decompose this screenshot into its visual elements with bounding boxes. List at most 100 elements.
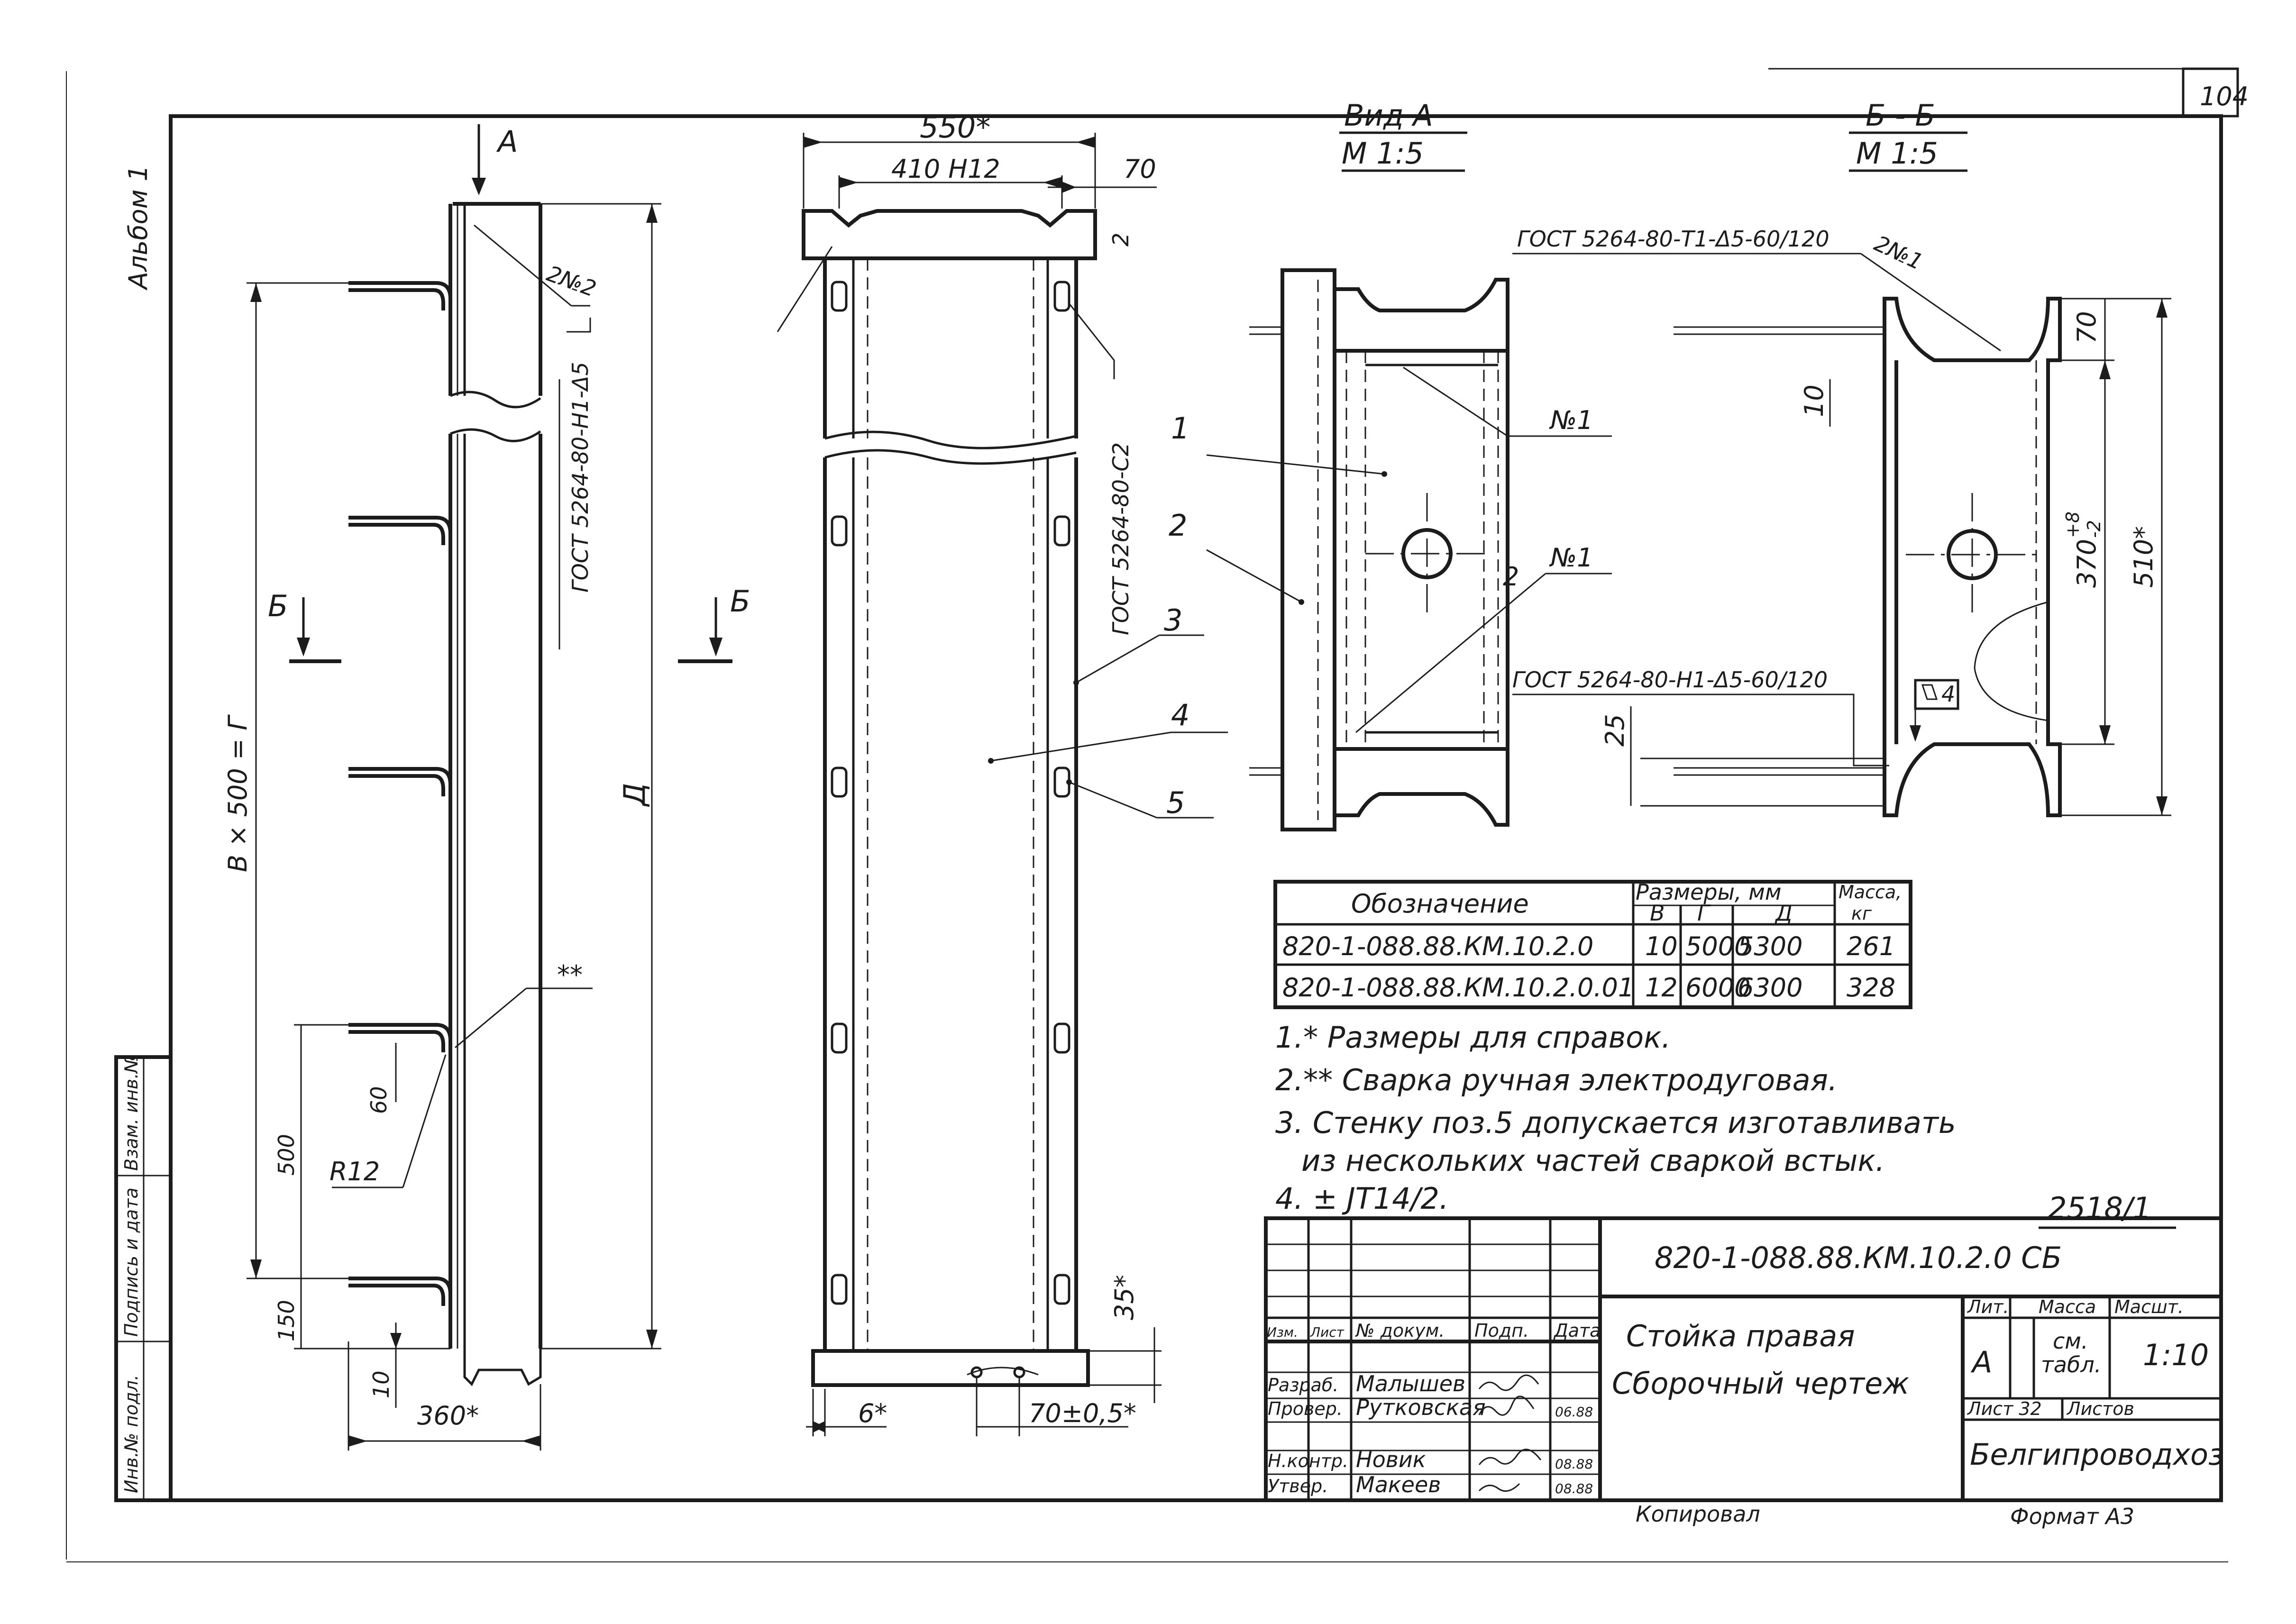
table-header-g: Г	[1697, 900, 1711, 926]
table-row-2-d: 6300	[1738, 973, 1802, 1003]
footer-format: Формат А3	[2010, 1504, 2134, 1529]
position-1: 1	[1171, 411, 1189, 446]
view-a-scale: М 1:5	[1342, 136, 1424, 171]
dim-spacing: В × 500 = Г	[223, 714, 253, 872]
weld-spec-middle: ГОСТ 5264-80-С2	[1108, 442, 1134, 635]
tb-name-razrab: Малышев	[1356, 1371, 1465, 1396]
section-label-right: Б	[730, 584, 750, 619]
table-row-2-b: 12	[1645, 973, 1678, 1003]
tb-col-date: Дата	[1553, 1320, 1601, 1341]
tb-sheet-label: Лист 32	[1967, 1398, 2042, 1419]
section-weld-top: ГОСТ 5264-80-Т1-Δ5-60/120	[1517, 226, 1829, 252]
tb-mass-value-1: см.	[2053, 1328, 2088, 1354]
tb-role-razrab: Разраб.	[1268, 1375, 1338, 1396]
left-view	[247, 124, 732, 1451]
title-line-1: Стойка правая	[1626, 1319, 1855, 1353]
dim-550: 550*	[920, 110, 990, 145]
view-a	[1206, 131, 1612, 831]
view-a-title: Вид А	[1344, 98, 1433, 133]
section-label-left: Б	[268, 589, 288, 623]
dim-70-tol: 70±0,5*	[1029, 1398, 1136, 1428]
table-header-mass: Масса,	[1839, 882, 1902, 903]
stamp-sign-date: Подпись и дата	[121, 1187, 142, 1337]
stamp-inv-no: Инв.№ подл.	[121, 1375, 142, 1493]
footer-copied: Копировал	[1636, 1501, 1760, 1527]
dim-overall-height: Д	[617, 783, 652, 807]
section-dim-25: 25	[1600, 714, 1630, 747]
radius-r12: R12	[329, 1157, 380, 1186]
tb-lit-header: Лит.	[1967, 1296, 2009, 1317]
tb-scale-value: 1:10	[2143, 1338, 2209, 1372]
section-dim-370: 370	[2072, 539, 2102, 588]
table-header-mass-unit: кг	[1851, 903, 1872, 924]
tb-role-utverd: Утвер.	[1268, 1476, 1328, 1496]
table-row-1-b: 10	[1645, 931, 1678, 961]
note-3: 3. Стенку поз.5 допускается изготавливат…	[1275, 1105, 1956, 1140]
tb-lit-value: А	[1970, 1345, 1992, 1379]
dim-410: 410 Н12	[891, 154, 1000, 184]
section-weld-bottom: ГОСТ 5264-80-Н1-Δ5-60/120	[1512, 667, 1828, 693]
section-dim-370-tol-minus: -2	[2084, 520, 2104, 538]
view-a-label-2: 2	[1503, 562, 1519, 592]
section-dim-510: 510*	[2129, 526, 2159, 588]
tb-col-doc: № докум.	[1355, 1320, 1445, 1341]
view-a-label-n1-mid: №1	[1549, 543, 1593, 573]
parameters-table	[1273, 880, 1912, 1009]
title-block	[1264, 1216, 2223, 1502]
flatness-tolerance: 4	[1941, 681, 1955, 707]
tb-organization: Белгипроводхоз	[1970, 1437, 2224, 1472]
table-row-1-mass: 261	[1847, 931, 1895, 961]
table-row-1-g: 5000	[1685, 931, 1750, 961]
tb-mass-value-2: табл.	[2041, 1352, 2101, 1378]
table-header-b: В	[1650, 900, 1665, 926]
tb-role-prover: Провер.	[1268, 1398, 1343, 1419]
tb-name-utverd: Макеев	[1356, 1472, 1441, 1497]
dim-6: 6*	[858, 1398, 887, 1428]
album-label: Альбом 1	[123, 165, 153, 291]
tb-col-list: Лист	[1310, 1324, 1345, 1340]
dim-60: 60	[366, 1086, 392, 1114]
table-header-d: Д	[1775, 900, 1793, 926]
note-1: 1.* Размеры для справок.	[1275, 1020, 1671, 1055]
note-3-cont: из нескольких частей сваркой встык.	[1301, 1143, 1885, 1178]
table-header-designation: Обозначение	[1351, 889, 1529, 919]
dim-360: 360*	[417, 1401, 479, 1431]
table-row-2-g: 6000	[1685, 973, 1750, 1003]
position-2: 2	[1169, 508, 1187, 543]
position-4: 4	[1171, 698, 1189, 732]
tb-name-prover: Рутковская	[1356, 1395, 1486, 1420]
tb-col-sign: Подп.	[1474, 1320, 1529, 1341]
title-doc-code: 820-1-088.88.КМ.10.2.0 СБ	[1655, 1241, 2062, 1275]
table-row-1-designation: 820-1-088.88.КМ.10.2.0	[1282, 931, 1593, 961]
sheet-frame	[66, 67, 2239, 1562]
dim-10: 10	[368, 1370, 394, 1398]
table-row-2-designation: 820-1-088.88.КМ.10.2.0.01	[1282, 973, 1634, 1003]
table-row-2-mass: 328	[1847, 973, 1895, 1003]
dim-70-top: 70	[1124, 154, 1156, 184]
section-bb-title: Б - Б	[1866, 98, 1935, 133]
handwritten-number: 2518/1	[2048, 1191, 2151, 1225]
tb-date-utverd: 08.88	[1555, 1481, 1593, 1496]
section-bb	[1512, 131, 2171, 817]
view-arrow-a: А	[496, 124, 518, 159]
tb-scale-header: Масшт.	[2114, 1296, 2184, 1317]
section-dim-370-tol-plus: +8	[2062, 511, 2083, 538]
position-3: 3	[1164, 603, 1182, 638]
tb-signatures	[1478, 1374, 1542, 1492]
tb-date-prover: 06.88	[1555, 1404, 1593, 1420]
stamp-replace-inv: Взам. инв.№	[121, 1054, 142, 1171]
page-number: 104	[2200, 82, 2249, 111]
weld-star: **	[557, 960, 583, 990]
view-a-label-n1-top: №1	[1549, 405, 1593, 435]
weld-spec-middle-tail: 2	[1108, 233, 1134, 246]
note-2: 2.** Сварка ручная электродуговая.	[1275, 1063, 1838, 1097]
table-row-1-d: 5300	[1738, 931, 1802, 961]
tb-name-nkontr: Новик	[1356, 1447, 1426, 1472]
tb-col-izm: Изм.	[1267, 1324, 1298, 1340]
note-4: 4. ± JT14/2.	[1275, 1181, 1449, 1216]
dim-150: 150	[274, 1300, 299, 1341]
tb-sheets-label: Листов	[2066, 1398, 2134, 1419]
tb-mass-header: Масса	[2039, 1296, 2096, 1317]
table-header-sizes: Размеры, мм	[1636, 879, 1782, 905]
